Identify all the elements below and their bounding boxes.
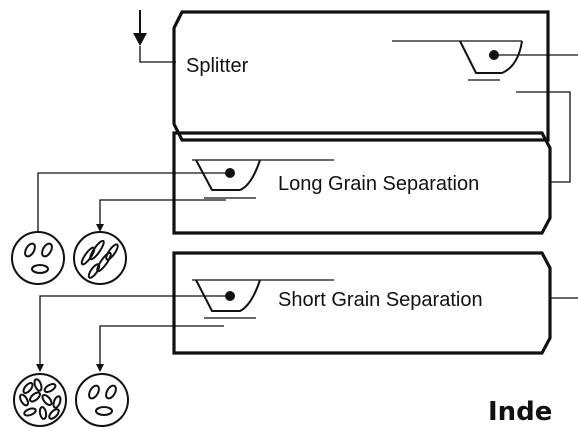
splitter-label: Splitter — [186, 55, 249, 77]
splitter-to-long-connector — [516, 91, 571, 183]
short-grain-label: Short Grain Separation — [278, 289, 483, 311]
long-grain-outlet-2 — [99, 199, 226, 228]
inlet-connector — [139, 46, 176, 63]
short-grain-outlet-arrow-1-icon — [36, 364, 44, 372]
grain-circle-icon — [11, 231, 65, 285]
splitter-trough-icon — [459, 40, 523, 74]
long-grain-stage: Long Grain Separation — [37, 131, 552, 235]
grain-circle-mixed-icon — [13, 373, 67, 427]
output-bin-2 — [73, 231, 127, 285]
long-grain-label: Long Grain Separation — [278, 173, 479, 195]
short-grain-chamber — [172, 251, 552, 355]
splitter-chamber — [172, 10, 550, 142]
grain-circle-long-icon — [73, 231, 127, 285]
short-grain-trough-icon — [195, 279, 261, 312]
output-bin-4 — [75, 373, 129, 427]
cropped-heading: Inde — [488, 397, 552, 427]
short-grain-outlet-1 — [39, 295, 230, 368]
output-bin-1 — [11, 231, 65, 285]
splitter-stage: Splitter — [133, 10, 578, 183]
long-grain-trough-icon — [195, 159, 261, 191]
grain-circle-icon — [75, 373, 129, 427]
output-bin-3 — [13, 373, 67, 427]
long-grain-chamber — [172, 131, 552, 235]
inlet-arrow-icon — [133, 33, 147, 46]
long-grain-outlet-1 — [37, 172, 230, 233]
short-grain-stage: Short Grain Separation — [36, 251, 578, 372]
short-grain-outlet-arrow-2-icon — [96, 364, 104, 372]
short-grain-outlet-2 — [99, 325, 224, 368]
long-grain-outlet-arrow-icon — [96, 224, 104, 232]
